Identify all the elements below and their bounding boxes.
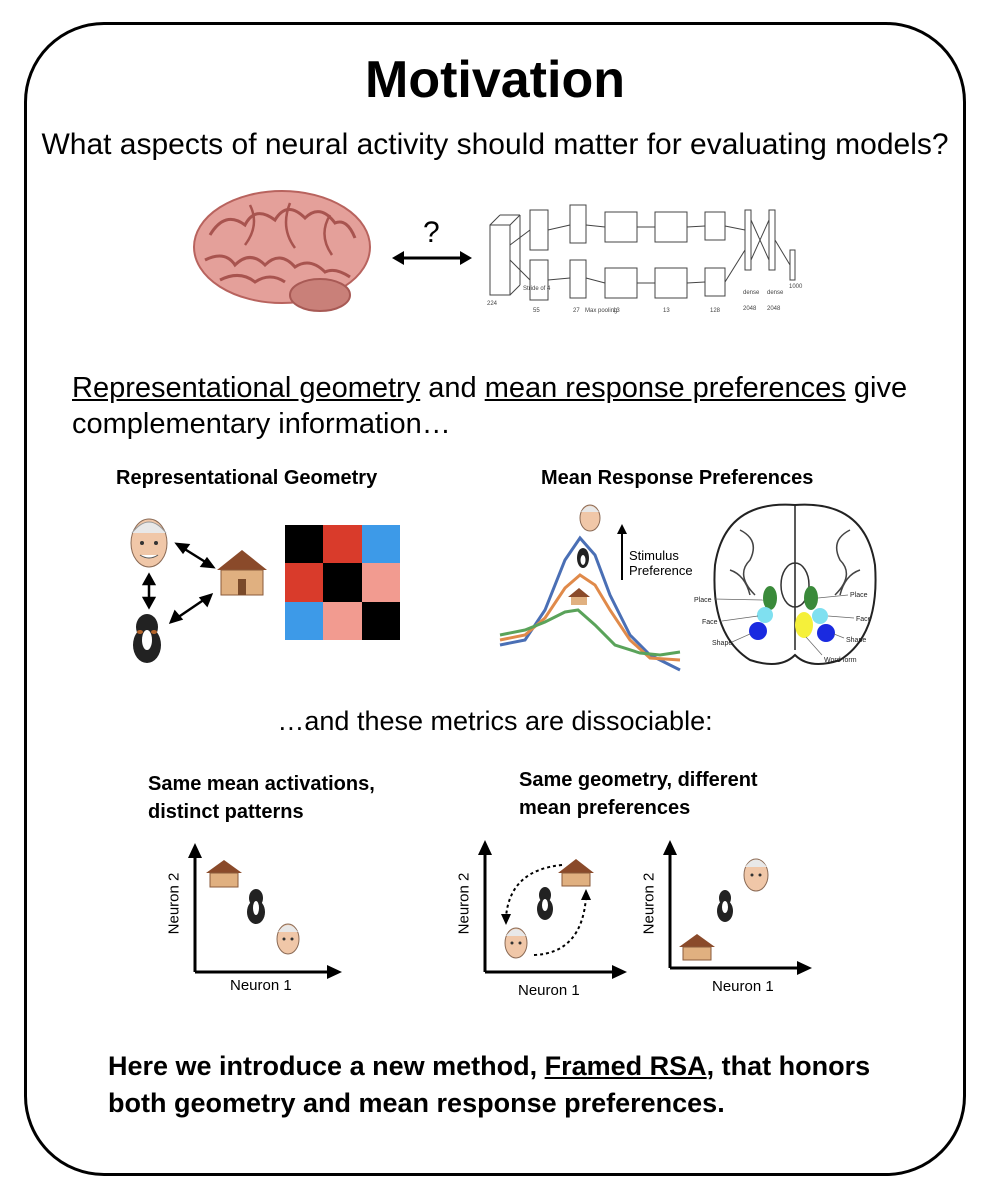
net-label-13a: 13	[613, 308, 620, 314]
net-label-224: 224	[487, 301, 498, 307]
slide-frame	[24, 22, 966, 1176]
panel-b-ylabel: Neuron 2	[455, 872, 473, 935]
preferences-section-title: Mean Response Preferences	[541, 467, 814, 489]
net-label-128: 128	[710, 308, 721, 314]
brain-label-shape-right: Shape	[846, 637, 866, 644]
brain-label-shape-left: Shape	[712, 640, 732, 647]
rotation-arrow-left	[505, 864, 563, 918]
dog-icon	[717, 890, 733, 922]
brain-label-place-right: Place	[850, 592, 868, 599]
panel-b-scatter	[478, 840, 627, 979]
stimulus-preference-label: Stimulus Preference	[629, 548, 693, 578]
conclusion-part1: Here we introduce a new method,	[108, 1051, 545, 1081]
panel-b-title-line2: mean preferences	[519, 797, 691, 819]
panel-c-ylabel: Neuron 2	[640, 872, 658, 935]
net-label-2048b: 2048	[767, 306, 781, 312]
dog-icon	[537, 887, 553, 920]
house-icon	[679, 934, 715, 961]
rdm-cell	[323, 601, 362, 640]
rdm-cell	[361, 525, 400, 564]
conclusion-part3: , that honors both geometry and mean res…	[108, 1051, 871, 1118]
framed-rsa-term: Framed RSA	[544, 1051, 707, 1081]
rdm-cell	[361, 563, 400, 602]
conclusion-statement: Here we introduce a new method, Framed R…	[108, 1048, 928, 1122]
net-label-stride: Stride of 4	[523, 286, 551, 292]
face-icon	[579, 504, 601, 532]
house-icon	[568, 588, 590, 605]
panel-c-scatter	[663, 840, 812, 975]
geometry-stimulus-graph	[130, 518, 267, 663]
rdm-cell	[285, 563, 324, 602]
rdm-cell	[285, 525, 324, 564]
representational-geometry-term: Representational geometry	[72, 372, 421, 404]
panel-a-ylabel: Neuron 2	[165, 872, 183, 935]
house-icon	[558, 859, 594, 887]
rdm-cell	[285, 601, 324, 640]
double-arrow-brain-network	[392, 251, 472, 265]
house-icon	[206, 860, 242, 888]
net-label-maxpool: Max pooling	[585, 308, 617, 314]
net-label-13b: 13	[663, 308, 670, 314]
face-icon	[743, 858, 769, 892]
complementary-sentence: Representational geometry and mean respo…	[72, 370, 952, 442]
dog-icon	[577, 548, 589, 568]
net-label-55: 55	[533, 308, 540, 314]
geometry-section-title: Representational Geometry	[116, 467, 378, 489]
net-label-dense-2: dense	[767, 290, 784, 296]
brain-label-face-right: Face	[856, 616, 872, 623]
rdm-cell	[361, 601, 400, 640]
panel-b-title-line1: Same geometry, different	[519, 769, 758, 791]
panel-a-scatter	[188, 843, 342, 979]
panel-a-title-line2: distinct patterns	[148, 801, 304, 823]
face-icon	[504, 927, 528, 959]
panel-c-xlabel: Neuron 1	[712, 978, 774, 995]
slide-title: Motivation	[365, 51, 625, 109]
dog-icon	[247, 889, 265, 924]
motivation-question: What aspects of neural activity should m…	[41, 128, 949, 161]
rdm-cell	[323, 563, 362, 602]
brain-label-face-left: Face	[702, 619, 718, 626]
mean-response-term: mean response preferences	[484, 372, 846, 404]
dog-icon	[133, 614, 161, 663]
question-mark: ?	[423, 216, 440, 249]
tuning-curves	[499, 504, 681, 672]
neural-network-diagram: 224 Stride of 4 55 27 Max pooling 13 13 …	[487, 204, 803, 314]
panel-a-title: Same mean activations, distinct patterns	[148, 770, 375, 826]
green-curve	[499, 608, 681, 657]
brain-label-word-form: Word form	[824, 657, 857, 664]
brain-label-place-left: Place	[694, 597, 712, 604]
net-label-1000: 1000	[789, 284, 803, 290]
brain-illustration	[193, 190, 371, 312]
rdm-matrix	[285, 525, 400, 640]
house-icon	[217, 550, 267, 596]
rdm-cell	[323, 525, 362, 564]
complement-tail: give complementary information…	[72, 372, 908, 440]
orange-curve	[499, 573, 681, 662]
arrow-label-line2: Preference	[629, 563, 693, 578]
face-icon	[276, 923, 300, 955]
dissociable-statement: …and these metrics are dissociable:	[277, 706, 713, 736]
panel-b-title: Same geometry, different mean preference…	[519, 766, 758, 822]
net-label-2048a: 2048	[743, 306, 757, 312]
net-label-dense-1: dense	[743, 290, 760, 296]
face-icon	[130, 518, 168, 568]
arrow-label-line1: Stimulus	[629, 548, 679, 563]
panel-a-xlabel: Neuron 1	[230, 977, 292, 994]
net-label-27: 27	[573, 308, 580, 314]
ventral-brain-illustration: Place Face Shape Place Face Shape Word f…	[694, 503, 877, 665]
panel-a-title-line1: Same mean activations,	[148, 773, 375, 795]
panel-b-xlabel: Neuron 1	[518, 982, 580, 999]
complement-connector: and	[420, 372, 485, 404]
